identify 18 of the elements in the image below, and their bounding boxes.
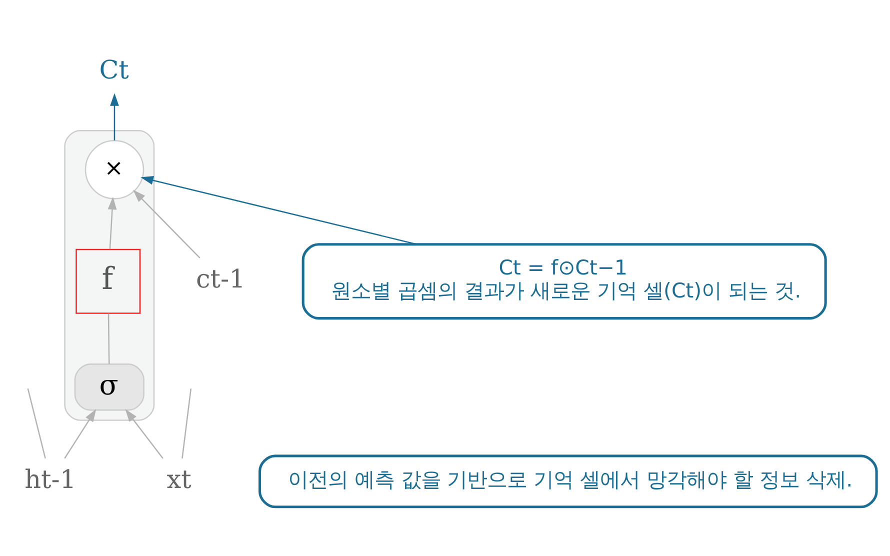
arrow bbox=[110, 93, 118, 140]
node-box: σ bbox=[74, 364, 144, 411]
connector bbox=[107, 313, 110, 364]
node-text: ct-1 bbox=[196, 264, 245, 295]
arrow bbox=[140, 176, 417, 245]
arrow bbox=[107, 196, 116, 250]
connector bbox=[26, 388, 46, 459]
arrow bbox=[132, 190, 200, 258]
node-text: xt bbox=[166, 464, 191, 495]
node-circle: × bbox=[84, 140, 144, 200]
connector bbox=[181, 388, 192, 458]
node-text: ht-1 bbox=[24, 464, 76, 495]
arrow bbox=[64, 408, 96, 459]
node-box: Ct = f⊙Ct−1 원소별 곱셈의 결과가 새로운 기억 셀(Ct)이 되는 것. bbox=[301, 243, 826, 320]
node-box: 이전의 예측 값을 기반으로 기억 셀에서 망각해야 할 정보 삭제. bbox=[258, 454, 878, 508]
node-box: f bbox=[75, 248, 140, 314]
node-text: Ct bbox=[98, 55, 128, 86]
arrow bbox=[124, 409, 163, 459]
